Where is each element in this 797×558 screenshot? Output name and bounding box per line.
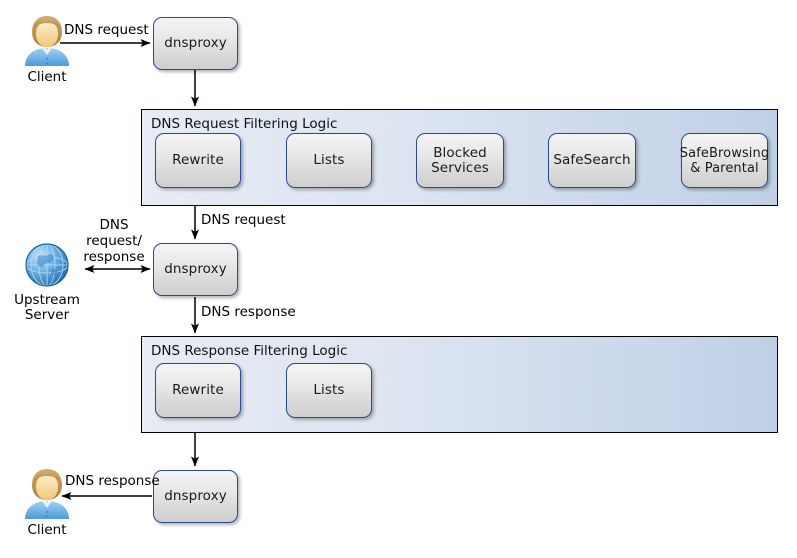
edge-label-client-to-proxy: DNS request [64,22,149,38]
user-avatar-icon [25,16,69,66]
dns-request-filtering-title: DNS Request Filtering Logic [151,116,338,132]
edge-label-upstream: DNS request/ response [83,217,145,265]
caption-client-bottom: Client [27,522,67,538]
globe-icon [25,243,69,287]
edge-label-proxy-to-client: DNS response [65,473,160,489]
dns-response-filtering-title: DNS Response Filtering Logic [151,343,348,359]
stage-safesearch[interactable]: SafeSearch [548,133,636,188]
edge-label-proxy-to-response-logic: DNS response [201,304,296,320]
user-avatar-icon [25,469,69,519]
stage-lists-request[interactable]: Lists [286,133,372,188]
caption-client-top: Client [27,69,67,85]
stage-lists-response[interactable]: Lists [286,363,372,418]
stage-safebrowsing-parental[interactable]: SafeBrowsing & Parental [680,133,769,188]
dnsproxy-bottom[interactable]: dnsproxy [153,470,238,523]
dnsproxy-middle[interactable]: dnsproxy [153,243,238,296]
edge-label-proxy-to-request-logic: DNS request [201,212,286,228]
stage-blocked-services[interactable]: Blocked Services [416,133,504,188]
dns-response-filtering-group: DNS Response Filtering Logic [141,336,778,433]
dnsproxy-top[interactable]: dnsproxy [153,17,238,70]
stage-rewrite-response[interactable]: Rewrite [155,363,241,418]
caption-upstream-server: Upstream Server [14,292,80,323]
stage-rewrite-request[interactable]: Rewrite [155,133,241,188]
